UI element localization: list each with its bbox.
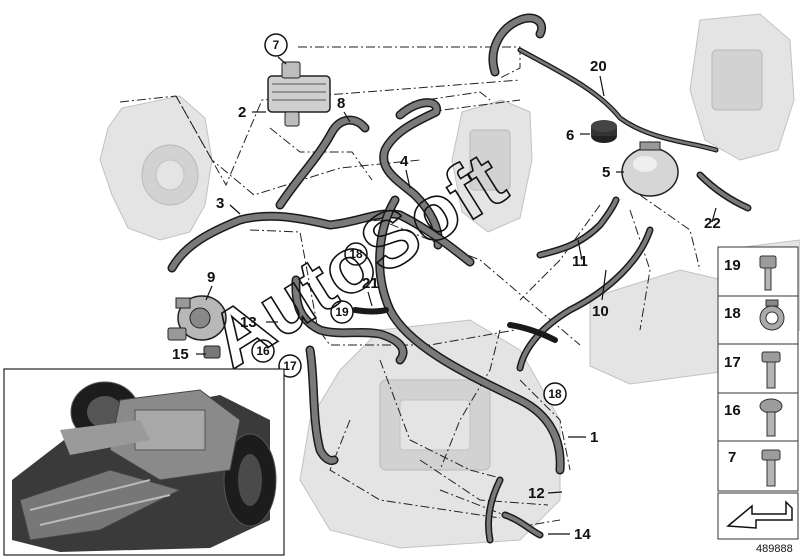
legend-label-17: 17: [724, 354, 741, 371]
circled-callout-7: 7: [273, 38, 280, 52]
callout-2: 2: [238, 104, 246, 121]
callout-12: 12: [528, 485, 545, 502]
legend-label-19: 19: [724, 257, 741, 274]
callout-15: 15: [172, 346, 189, 363]
legend-label-7: 7: [728, 449, 736, 466]
hex-flange-bolt-icon: [761, 449, 781, 487]
callout-14: 14: [574, 526, 591, 543]
circled-callout-18-upper: 18: [349, 247, 363, 261]
callout-11: 11: [572, 253, 588, 270]
expansion-tank: [621, 141, 679, 197]
circled-callout-16: 16: [256, 344, 270, 358]
callout-13: 13: [240, 314, 257, 331]
callout-20: 20: [590, 58, 607, 75]
leader-lines: [196, 56, 717, 535]
heat-exchanger: [267, 61, 331, 127]
temperature-sensor: [203, 345, 221, 359]
legend-label-16: 16: [724, 402, 741, 419]
hose-clamp-icon: [759, 299, 785, 331]
circled-callouts: 7 18 19 16 17 18: [251, 33, 567, 406]
callout-3: 3: [216, 195, 224, 212]
callout-22: 22: [704, 215, 721, 232]
callout-8: 8: [337, 95, 345, 112]
callout-4: 4: [400, 153, 409, 170]
torx-bolt-icon: [759, 398, 783, 437]
callout-21: 21: [362, 275, 379, 292]
callout-5: 5: [602, 164, 610, 181]
catalog-number: 489888: [756, 543, 793, 555]
vehicle-inset: [3, 368, 285, 556]
screw-hex-socket-icon: [759, 255, 777, 291]
circled-callout-17: 17: [283, 359, 297, 373]
circled-callout-18-lower: 18: [548, 387, 562, 401]
callout-1: 1: [590, 429, 598, 446]
hoses: [167, 13, 752, 544]
tank-cap: [591, 120, 617, 143]
fastener-legend: 19 18 17 16 7: [717, 246, 799, 540]
direction-arrow-icon: [726, 500, 793, 529]
legend-label-18: 18: [724, 305, 741, 322]
coolant-pump: [167, 295, 227, 341]
callout-labels: 1 2 3 4 5 6 8 9 10 11 12 13 14 15 20 21 …: [172, 58, 721, 543]
circled-callout-19: 19: [335, 305, 349, 319]
callout-10: 10: [592, 303, 609, 320]
flange-bolt-torx-icon: [761, 351, 781, 389]
callout-6: 6: [566, 127, 574, 144]
callout-9: 9: [207, 269, 215, 286]
